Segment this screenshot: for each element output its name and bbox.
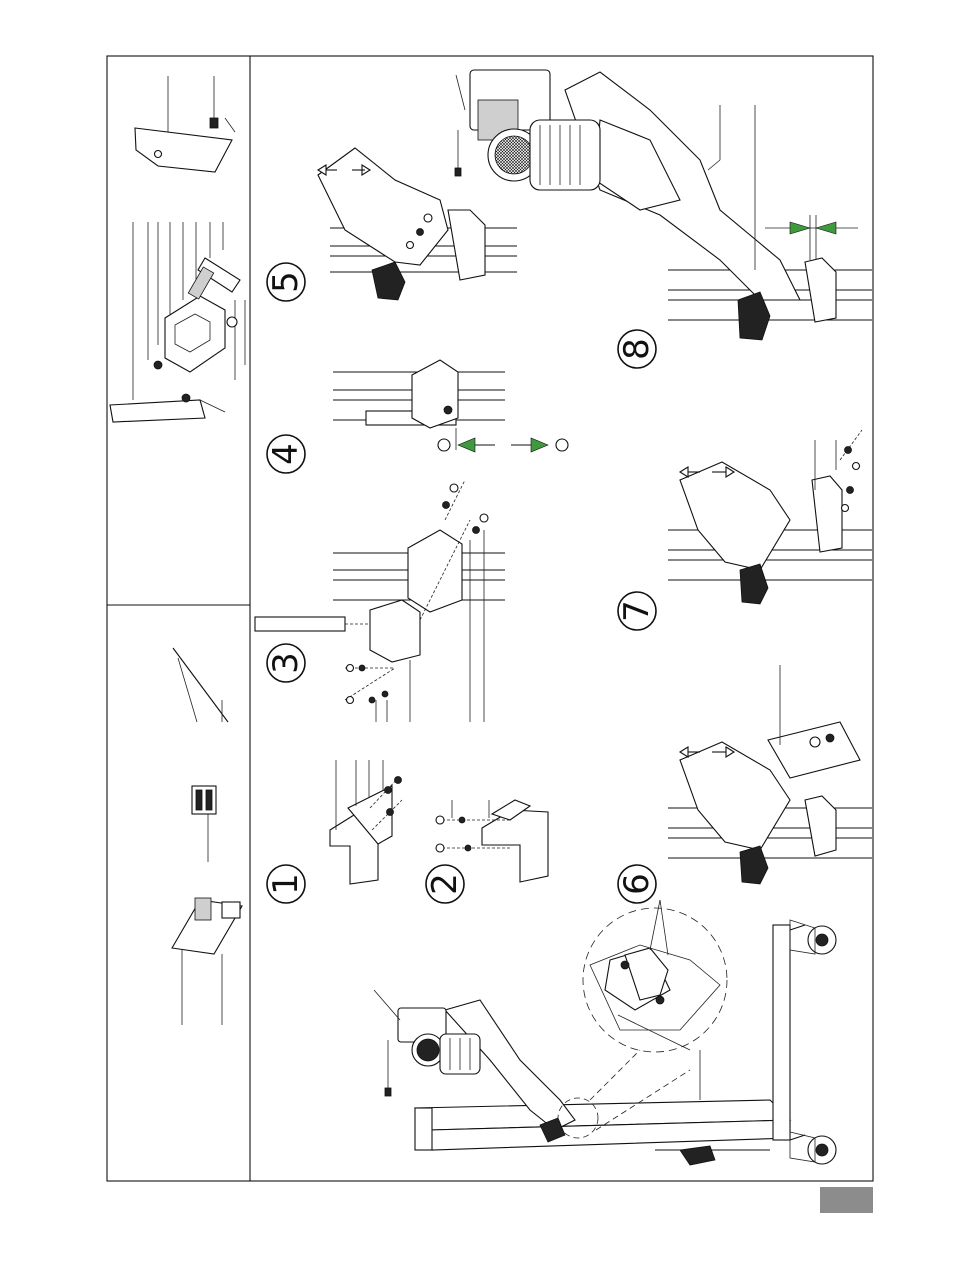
step-4-badge: 4 bbox=[266, 435, 306, 473]
parts-panel-bottom bbox=[172, 648, 242, 1025]
step-6-drawing bbox=[668, 665, 872, 884]
step-4-drawing bbox=[333, 360, 568, 452]
step-1-badge: 1 bbox=[266, 865, 306, 903]
page-number-tab bbox=[820, 1187, 873, 1213]
step-5-drawing bbox=[318, 148, 517, 300]
step-3-drawing bbox=[255, 480, 505, 722]
step-7-drawing bbox=[668, 430, 872, 604]
step-7-badge: 7 bbox=[617, 592, 657, 630]
step-number: 7 bbox=[617, 600, 657, 622]
bracket-exploded-parts bbox=[110, 222, 245, 422]
arrow-right-icon bbox=[790, 222, 810, 234]
arrow-left-icon bbox=[816, 222, 836, 234]
step-1-drawing bbox=[330, 760, 402, 884]
step-3-badge: 3 bbox=[266, 644, 306, 682]
step-6-badge: 6 bbox=[617, 865, 657, 903]
step-number: 3 bbox=[266, 652, 306, 674]
parts-panel-top bbox=[110, 76, 245, 422]
step-number: 2 bbox=[425, 873, 465, 895]
step-number: 6 bbox=[617, 873, 657, 895]
arrow-left-icon bbox=[458, 438, 475, 452]
step-number: 5 bbox=[266, 271, 306, 293]
step-number: 1 bbox=[266, 873, 306, 895]
step-8-badge: 8 bbox=[617, 330, 657, 368]
arrow-right-icon bbox=[531, 438, 548, 452]
full-assembly-drawing bbox=[374, 900, 836, 1165]
step-8-drawing bbox=[455, 70, 872, 340]
step-2-badge: 2 bbox=[425, 865, 465, 903]
step-5-badge: 5 bbox=[266, 263, 306, 301]
step-number: 4 bbox=[266, 443, 306, 465]
step-number: 8 bbox=[617, 338, 657, 360]
